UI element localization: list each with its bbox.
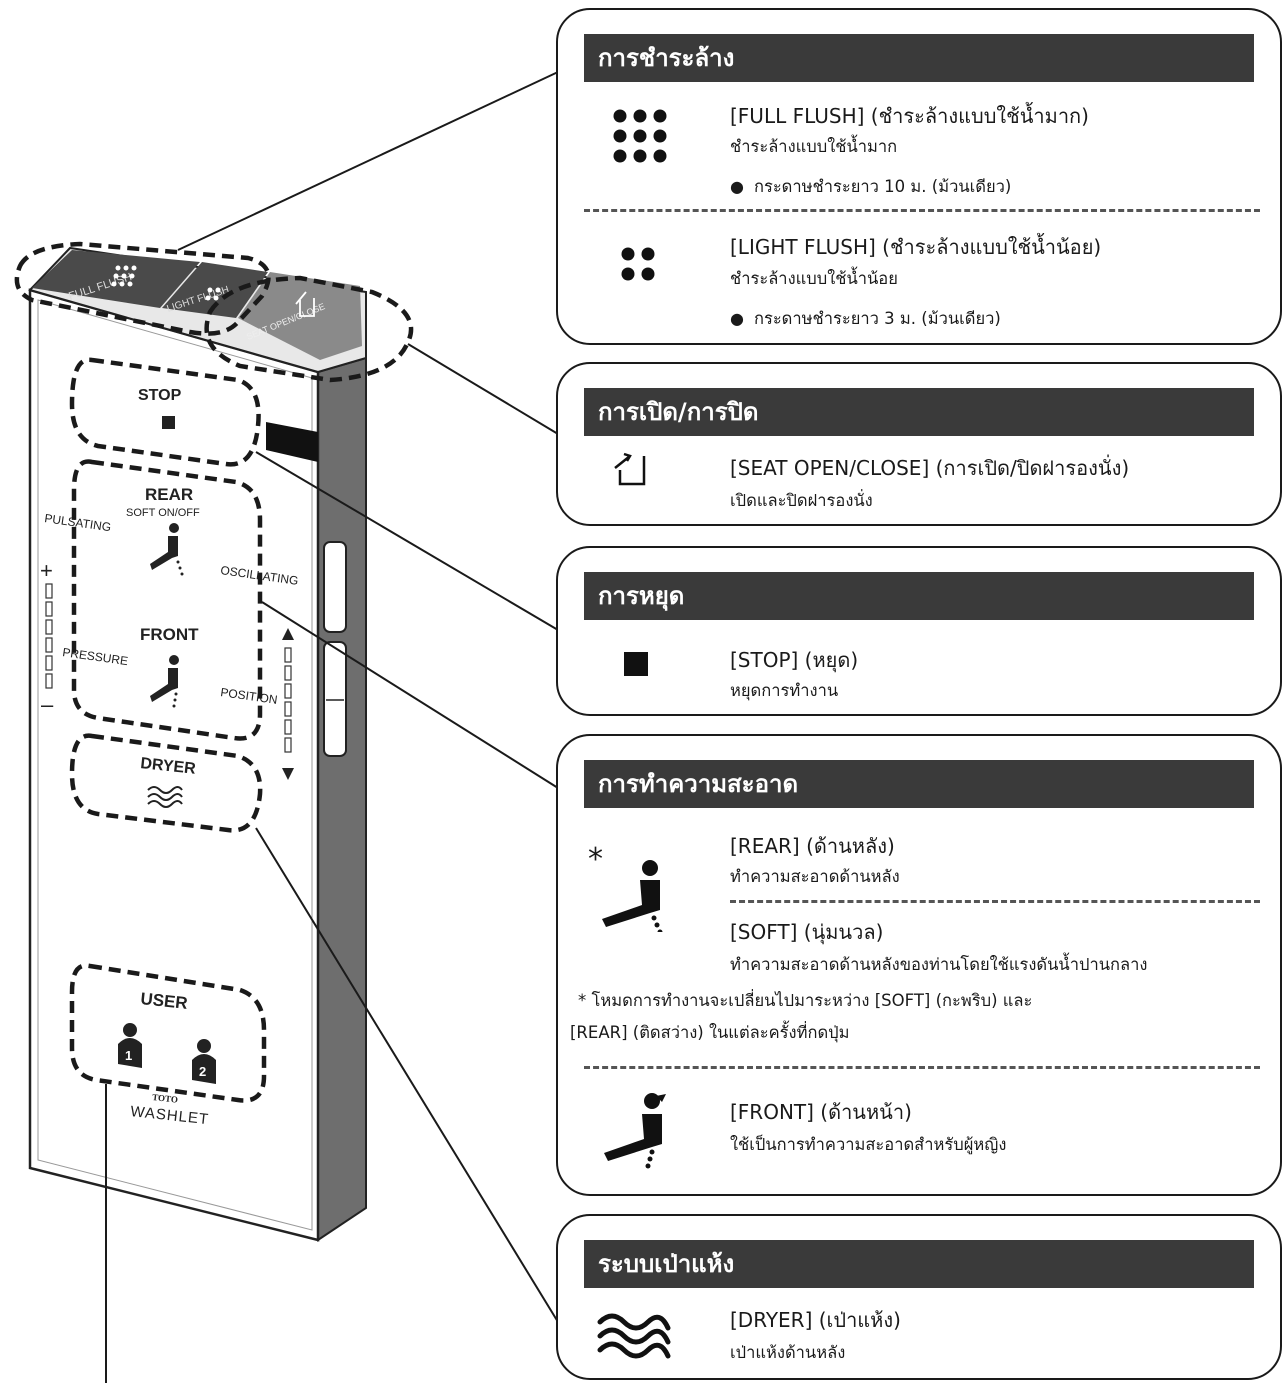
dryer-waves-icon	[597, 1313, 671, 1359]
light-flush-button[interactable]	[162, 262, 268, 318]
remote-front-icon	[150, 655, 179, 708]
stop-desc: หยุดการทำงาน	[730, 681, 839, 700]
light-flush-dots-icon	[621, 247, 655, 281]
full-flush-button[interactable]	[32, 250, 200, 308]
soft-title: [SOFT] (นุ่มนวล)	[730, 920, 884, 944]
full-flush-dots-icon	[613, 109, 667, 163]
soft-desc: ทำความสะอาดด้านหลังของท่านโดยใช้แรงดันน้…	[730, 955, 1148, 974]
remote-side-face	[317, 356, 367, 1242]
remote-user-label: USER	[140, 989, 189, 1013]
rear-asterisk: *	[588, 842, 603, 877]
stop-highlight	[69, 357, 261, 467]
dryer-desc: เป่าแห้งด้านหลัง	[730, 1343, 846, 1362]
stop-panel: การหยุด [STOP] (หยุด) หยุดการทำงาน	[556, 546, 1282, 716]
full-flush-note: กระดาษชำระยาว 10 ม. (ม้วนเดียว)	[730, 174, 1011, 200]
remote-soft-label: SOFT ON/OFF	[126, 507, 200, 519]
clean-header: การทำความสะอาด	[584, 760, 1254, 808]
user2-icon: 2	[192, 1039, 216, 1084]
dryer-highlight	[69, 733, 263, 833]
remote-full-flush-dots-icon	[111, 265, 137, 287]
remote-slot	[266, 422, 318, 462]
light-flush-desc: ชำระล้างแบบใช้น้ำน้อย	[730, 269, 898, 288]
pressure-level-bars	[45, 583, 53, 689]
user1-icon: 1	[118, 1023, 142, 1068]
front-title: [FRONT] (ด้านหน้า)	[730, 1100, 912, 1124]
soft-front-divider	[584, 1066, 1260, 1069]
rear-title: [REAR] (ด้านหลัง)	[730, 834, 895, 858]
position-up-arrow-icon	[282, 628, 294, 640]
remote-light-flush-dots-icon	[205, 287, 221, 301]
side-switch-lower[interactable]	[323, 641, 347, 757]
full-flush-desc: ชำระล้างแบบใช้น้ำมาก	[730, 137, 898, 156]
remote-rear-icon	[150, 523, 184, 576]
stop-header: การหยุด	[584, 572, 1254, 620]
seat-title: [SEAT OPEN/CLOSE] (การเปิด/ปิดฝารองนั่ง)	[730, 456, 1130, 480]
stop-icon	[624, 652, 648, 676]
svg-text:2: 2	[199, 1064, 206, 1079]
side-switch-upper[interactable]	[323, 541, 347, 633]
remote-dryer-label: DRYER	[140, 755, 197, 778]
svg-text:1: 1	[125, 1048, 132, 1063]
seat-open-close-icon	[614, 452, 646, 486]
stop-square-icon	[162, 416, 175, 429]
remote-front-label: FRONT	[140, 625, 199, 644]
rear-soft-divider	[730, 900, 1260, 903]
flush-header: การชำระล้าง	[584, 34, 1254, 82]
mode-note-line2: [REAR] (ติดสว่าง) ในแต่ละครั้งที่กดปุ่ม	[570, 1023, 850, 1042]
front-wash-icon	[604, 1093, 666, 1169]
light-flush-title: [LIGHT FLUSH] (ชำระล้างแบบใช้น้ำน้อย)	[730, 235, 1102, 259]
leader-lines	[105, 71, 559, 1383]
remote-front-inner	[37, 299, 313, 1231]
clean-panel: การทำความสะอาด * [REAR] (ด้านหลัง) ทำควา…	[556, 734, 1282, 1196]
rear-wash-icon	[602, 860, 663, 932]
front-desc: ใช้เป็นการทำความสะอาดสำหรับผู้หญิง	[730, 1135, 1007, 1154]
rear-desc: ทำความสะอาดด้านหลัง	[730, 867, 900, 886]
seat-desc: เปิดและปิดฝารองนั่ง	[730, 491, 873, 510]
seat-header: การเปิด/การปิด	[584, 388, 1254, 436]
remote-seat-icon	[295, 291, 315, 317]
user-highlight	[69, 963, 267, 1103]
dryer-header: ระบบเป่าแห้ง	[584, 1240, 1254, 1288]
flush-highlight	[14, 241, 271, 336]
flush-panel: การชำระล้าง [FULL FLUSH] (ชำระล้างแบบใช้…	[556, 8, 1282, 345]
dryer-title: [DRYER] (เป่าแห้ง)	[730, 1308, 901, 1332]
seat-panel: การเปิด/การปิด [SEAT OPEN/CLOSE] (การเปิ…	[556, 362, 1282, 526]
dryer-panel: ระบบเป่าแห้ง [DRYER] (เป่าแห้ง) เป่าแห้ง…	[556, 1214, 1282, 1380]
mode-note-line1: * โหมดการทำงานจะเปลี่ยนไปมาระหว่าง [SOFT…	[578, 991, 1033, 1010]
remote-rear-label: REAR	[145, 485, 193, 504]
brand-toto-label: TOTO	[152, 1092, 179, 1105]
stop-title: [STOP] (หยุด)	[730, 648, 859, 672]
flush-divider	[584, 209, 1260, 212]
remote-stop-label: STOP	[138, 387, 182, 404]
remote-dryer-waves-icon	[147, 786, 183, 808]
remote-minus-label: –	[41, 692, 54, 717]
light-flush-note: กระดาษชำระยาว 3 ม. (ม้วนเดียว)	[730, 306, 1001, 332]
position-level-bars	[284, 647, 292, 753]
rear-front-highlight	[71, 459, 263, 741]
highlight-outlines	[14, 241, 414, 1103]
remote-plus-label: +	[40, 558, 53, 583]
position-down-arrow-icon	[282, 768, 294, 780]
seat-highlight	[204, 275, 414, 383]
full-flush-title: [FULL FLUSH] (ชำระล้างแบบใช้น้ำมาก)	[730, 104, 1089, 128]
